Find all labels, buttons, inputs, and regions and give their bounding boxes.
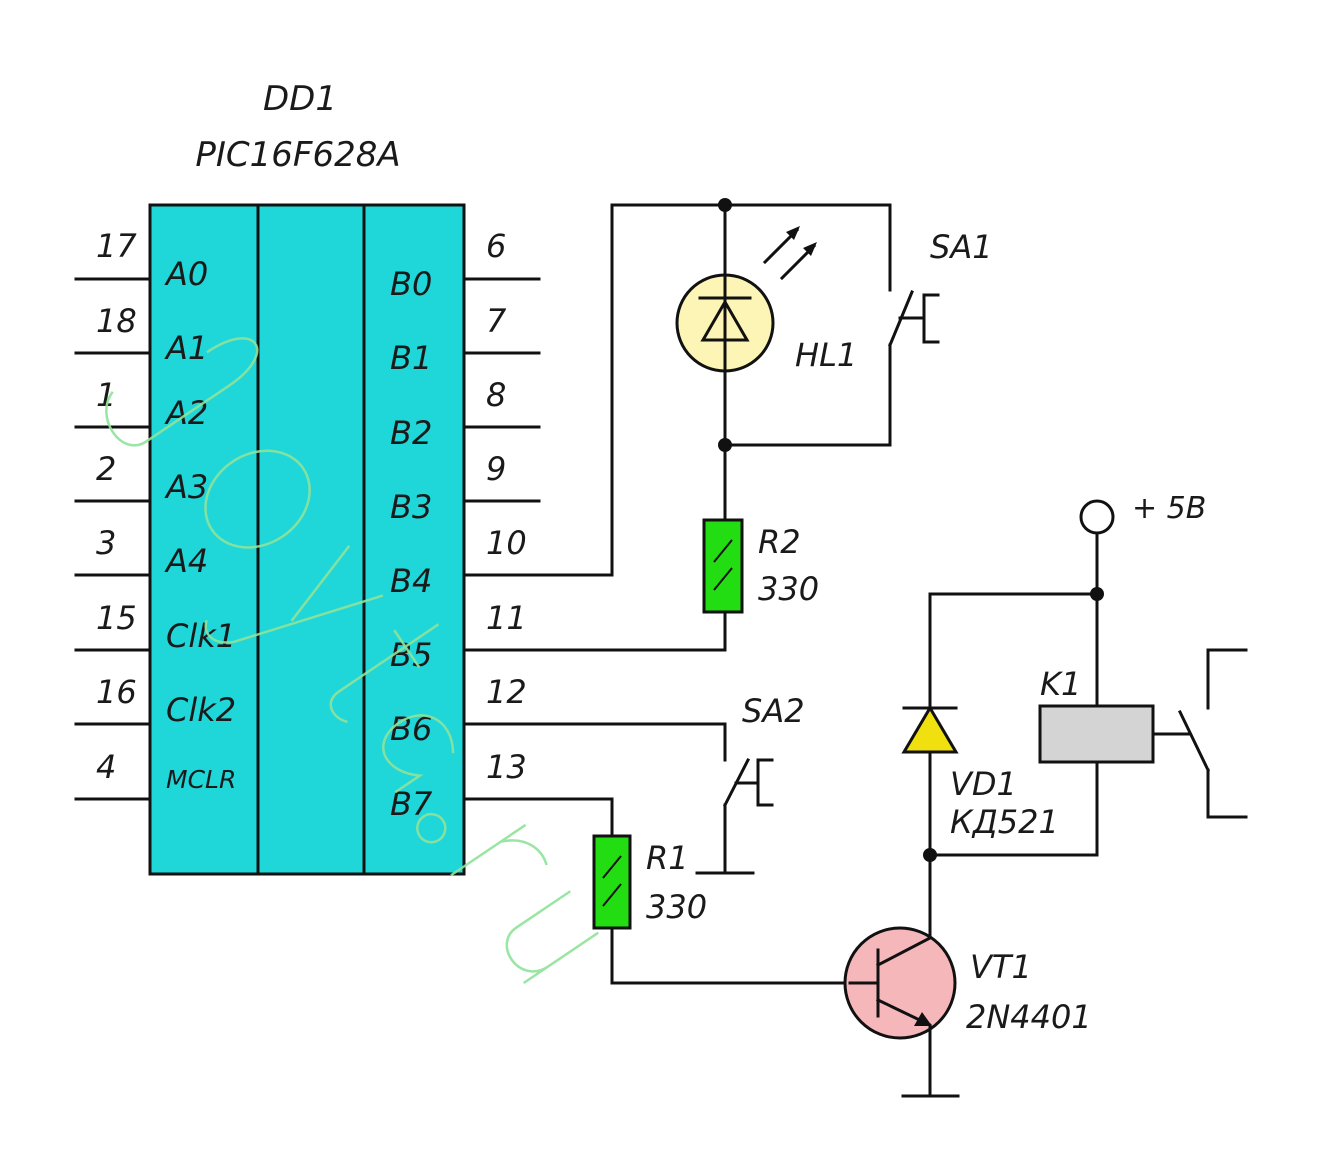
pin-name: Clk1 <box>166 617 236 655</box>
switch-sa1 <box>888 290 940 347</box>
r1-value-label: 330 <box>646 888 707 926</box>
watermark-logo <box>105 337 599 985</box>
pin-number: 16 <box>96 673 137 711</box>
supply-label: + 5В <box>1132 491 1206 526</box>
left-pin-clk2: 16 Clk2 <box>74 673 236 729</box>
pin-number: 4 <box>96 748 116 786</box>
pin-number: 10 <box>486 524 527 562</box>
pin-number: 6 <box>486 227 506 265</box>
left-pin-clk1: 15 Clk1 <box>74 599 236 655</box>
vd1-ref-label: VD1 <box>950 765 1017 803</box>
left-pin-a4: 3 A4 <box>74 524 208 580</box>
left-pin-a0: 17 A0 <box>74 227 208 293</box>
relay-k1 <box>1038 704 1192 764</box>
r1-ref-label: R1 <box>646 839 689 877</box>
ic-right-pins: 6 B0 7 B1 8 B2 9 B3 10 B4 11 B5 <box>390 227 727 823</box>
pin-number: 8 <box>486 376 506 414</box>
pin-name: A3 <box>164 468 208 506</box>
pin-number: 1 <box>96 376 116 414</box>
right-pin-b2: 8 B2 <box>390 376 541 452</box>
k1-label: K1 <box>1040 665 1081 703</box>
right-pin-b3: 9 B3 <box>390 450 541 526</box>
vt1-part-label: 2N4401 <box>966 998 1092 1036</box>
pin-name: MCLR <box>166 765 236 794</box>
pin-number: 12 <box>486 673 527 711</box>
right-pin-b0: 6 B0 <box>390 227 541 303</box>
pin-name: B1 <box>390 339 432 377</box>
right-pin-b1: 7 B1 <box>390 302 541 377</box>
left-pin-a3: 2 A3 <box>74 450 208 506</box>
ic-body <box>148 203 466 876</box>
pin-name: A0 <box>164 255 208 293</box>
pin-name: B2 <box>390 414 432 452</box>
sa2-label: SA2 <box>742 692 805 730</box>
pin-number: 7 <box>486 302 507 340</box>
led-hl1 <box>675 226 817 373</box>
r2-value-label: 330 <box>758 570 819 608</box>
resistor-r2 <box>702 518 744 614</box>
r2-ref-label: R2 <box>758 523 801 561</box>
diode-vd1 <box>901 705 959 754</box>
pin-number: 17 <box>96 227 137 265</box>
vt1-ref-label: VT1 <box>970 948 1032 986</box>
transistor-vt1 <box>843 926 957 1040</box>
pin-name: Clk2 <box>166 691 236 729</box>
left-pin-a2: 1 A2 <box>74 376 208 432</box>
switch-sa2 <box>722 757 774 808</box>
wires <box>610 203 1248 1098</box>
pin-number: 9 <box>486 450 506 488</box>
pin-name: B3 <box>390 488 432 526</box>
sa1-label: SA1 <box>930 228 993 266</box>
pin-number: 2 <box>96 450 116 488</box>
pin-name: A1 <box>164 329 208 367</box>
pin-number: 13 <box>486 748 527 786</box>
vd1-part-label: КД521 <box>950 803 1059 841</box>
pin-number: 11 <box>486 599 527 637</box>
pin-name: B4 <box>390 562 432 600</box>
ic-ref-label: DD1 <box>263 79 337 119</box>
pin-number: 15 <box>96 599 137 637</box>
pin-number: 18 <box>96 302 137 340</box>
right-pin-b4: 10 B4 <box>390 524 614 600</box>
pin-number: 3 <box>96 524 116 562</box>
left-pin-mclr: 4 MCLR <box>74 748 236 801</box>
pin-name: A4 <box>164 542 208 580</box>
left-pin-a1: 18 A1 <box>74 302 208 367</box>
ic-left-pins: 17 A0 18 A1 1 A2 2 A3 3 A4 15 Clk1 <box>74 227 236 801</box>
resistor-r1 <box>592 834 632 930</box>
pin-name: B0 <box>390 265 432 303</box>
hl1-label: HL1 <box>795 336 857 374</box>
right-pin-b6: 12 B6 <box>390 673 727 748</box>
ic-part-label: PIC16F628A <box>195 135 400 175</box>
supply-terminal <box>1079 499 1115 535</box>
junction-dots <box>718 198 1104 862</box>
